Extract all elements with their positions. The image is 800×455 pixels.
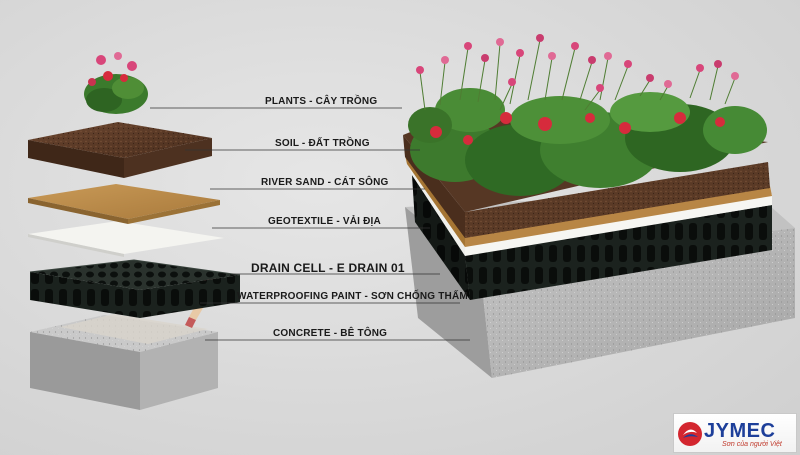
exploded-soil-block (28, 122, 212, 178)
label-concrete: CONCRETE - BÊ TÔNG (273, 328, 388, 339)
label-waterproofing: WATERPROOFING PAINT - SƠN CHỐNG THẤM (237, 291, 468, 302)
exploded-geotextile-sheet (28, 221, 224, 254)
assembled-geotextile (407, 162, 465, 256)
label-drain-cell: DRAIN CELL - E DRAIN 01 (251, 261, 405, 275)
label-plants: PLANTS - CÂY TRỒNG (265, 96, 378, 107)
logo-tagline: Sơn của người Việt (722, 441, 782, 448)
logo-name: JYMEC (704, 420, 776, 442)
jymec-logo: JYMEC Sơn của người Việt (673, 413, 797, 453)
label-geotextile: GEOTEXTILE - VẢI ĐỊA (268, 216, 381, 227)
label-river-sand: RIVER SAND - CÁT SÔNG (261, 177, 389, 188)
assembled-river-sand (405, 155, 772, 247)
exploded-waterproofing-coat (60, 314, 208, 344)
label-soil: SOIL - ĐẤT TRỒNG (275, 138, 370, 149)
assembled-drain-cell (412, 175, 772, 300)
assembled-flowers (416, 34, 739, 145)
exploded-river-sand (28, 184, 220, 224)
exploded-drain-cell (29, 259, 241, 318)
leader-lines (150, 107, 470, 341)
jymec-emblem-icon (678, 422, 702, 446)
exploded-plant (84, 52, 148, 114)
